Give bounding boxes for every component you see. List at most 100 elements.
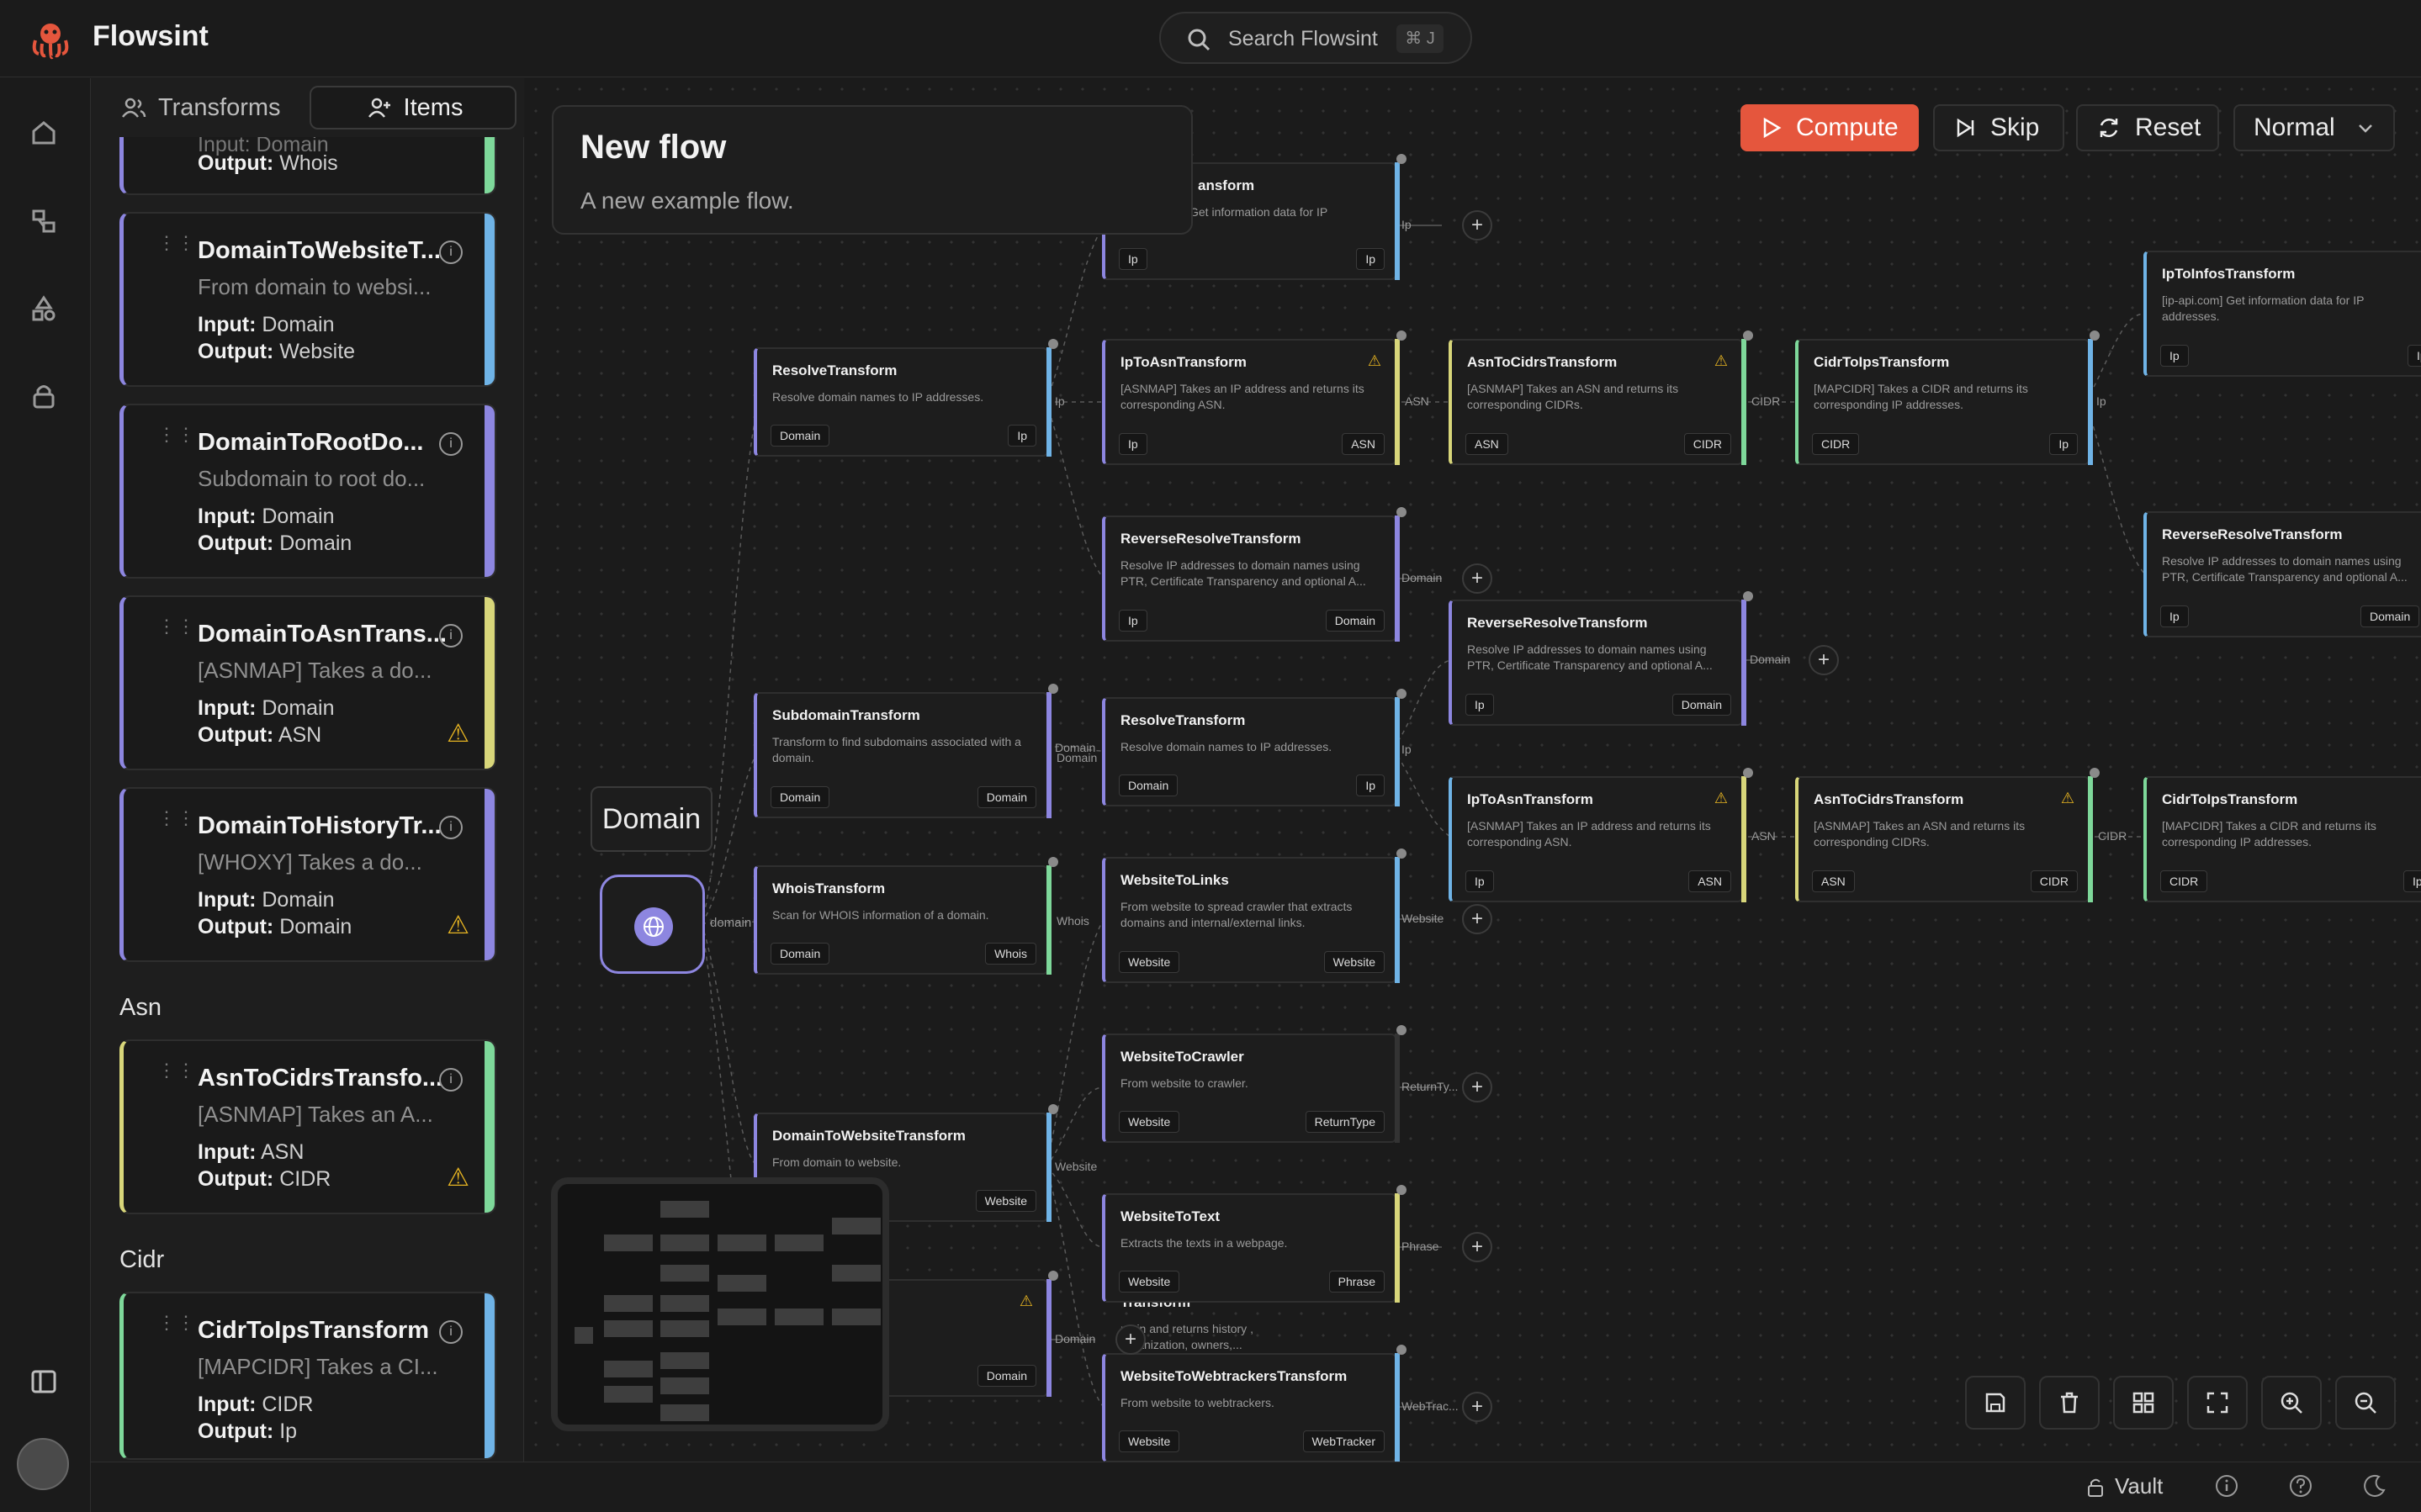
node-port[interactable]: CIDR [2030, 870, 2078, 892]
info-icon[interactable]: i [439, 432, 463, 456]
transform-node[interactable]: IpToAsnTransform⚠[ASNMAP] Takes an IP ad… [1449, 768, 1753, 902]
transform-node[interactable]: CidrToIpsTransform[MAPCIDR] Takes a CIDR… [2143, 776, 2421, 902]
node-port[interactable]: Ip [2160, 345, 2189, 367]
add-node-button[interactable]: + [1809, 645, 1839, 675]
tab-items[interactable]: Items [310, 86, 517, 130]
info-icon[interactable]: i [439, 816, 463, 839]
node-port[interactable]: Ip [1119, 248, 1147, 270]
node-handle[interactable] [1048, 339, 1058, 349]
node-port[interactable]: Domain [2360, 605, 2420, 627]
mode-select[interactable]: Normal [2233, 104, 2395, 151]
item-card[interactable]: ⋮⋮ DomainToAsnTrans... i [ASNMAP] Takes … [119, 595, 496, 770]
search-bar[interactable]: Search Flowsint ⌘ J [1159, 12, 1472, 64]
octopus-logo-icon[interactable] [27, 15, 74, 62]
add-node-button[interactable]: + [1462, 210, 1492, 241]
transform-node[interactable]: AsnToCidrsTransform⚠[ASNMAP] Takes an AS… [1449, 330, 1753, 465]
node-port[interactable]: Domain [1325, 610, 1385, 632]
zoom-out-button[interactable] [2335, 1376, 2396, 1430]
drag-handle-icon[interactable]: ⋮⋮ [157, 1312, 196, 1333]
transform-node[interactable]: CidrToIpsTransform[MAPCIDR] Takes a CIDR… [1795, 330, 2100, 465]
node-port[interactable]: Ip [1119, 433, 1147, 455]
node-handle[interactable] [2090, 330, 2100, 341]
node-port[interactable]: ASN [1465, 433, 1508, 455]
add-node-button[interactable]: + [1462, 1072, 1492, 1102]
node-port[interactable]: Website [1119, 951, 1180, 973]
info-icon[interactable]: i [439, 241, 463, 264]
node-port[interactable]: Ip [2408, 345, 2421, 367]
node-handle[interactable] [1396, 1345, 1407, 1355]
drag-handle-icon[interactable]: ⋮⋮ [157, 807, 196, 828]
add-node-button[interactable]: + [1462, 563, 1492, 594]
info-icon[interactable]: i [439, 1320, 463, 1344]
node-port[interactable]: Ip [1356, 248, 1385, 270]
drag-handle-icon[interactable]: ⋮⋮ [157, 232, 196, 253]
reset-button[interactable]: Reset [2076, 104, 2219, 151]
node-port[interactable]: Phrase [1328, 1271, 1385, 1293]
node-port[interactable]: Ip [2160, 605, 2189, 627]
node-port[interactable]: Domain [977, 1365, 1036, 1387]
node-port[interactable]: Domain [977, 786, 1036, 808]
vault-button[interactable]: Vault [2085, 1473, 2163, 1499]
node-port[interactable]: Domain [1119, 775, 1179, 796]
node-port[interactable]: ASN [1812, 870, 1855, 892]
help-icon[interactable] [2288, 1473, 2313, 1499]
sidebar-toggle-icon[interactable] [27, 1365, 61, 1398]
node-port[interactable]: Domain [771, 425, 830, 447]
zoom-in-button[interactable] [2261, 1376, 2322, 1430]
node-handle[interactable] [1396, 1185, 1407, 1195]
compute-button[interactable]: Compute [1740, 104, 1919, 151]
node-port[interactable]: Website [1119, 1430, 1180, 1452]
transform-node[interactable]: IpToAsnTransform⚠[ASNMAP] Takes an IP ad… [1102, 330, 1407, 465]
node-handle[interactable] [1396, 689, 1407, 699]
skip-button[interactable]: Skip [1933, 104, 2064, 151]
layout-button[interactable] [2113, 1376, 2174, 1430]
save-button[interactable] [1965, 1376, 2026, 1430]
node-handle[interactable] [1048, 1271, 1058, 1281]
home-icon[interactable] [27, 116, 61, 150]
moon-icon[interactable] [2362, 1473, 2387, 1499]
node-port[interactable]: Ip [2403, 870, 2421, 892]
node-port[interactable]: CIDR [2160, 870, 2208, 892]
user-avatar[interactable] [17, 1438, 69, 1490]
node-port[interactable]: ReturnType [1305, 1111, 1385, 1133]
node-port[interactable]: Whois [985, 943, 1036, 965]
transform-node[interactable]: AsnToCidrsTransform⚠[ASNMAP] Takes an AS… [1795, 768, 2100, 902]
node-handle[interactable] [1743, 330, 1753, 341]
drag-handle-icon[interactable]: ⋮⋮ [157, 616, 196, 637]
node-handle[interactable] [1048, 684, 1058, 694]
tab-transforms[interactable]: Transforms [118, 86, 303, 130]
node-handle[interactable] [2090, 768, 2100, 778]
delete-button[interactable] [2039, 1376, 2100, 1430]
node-port[interactable]: CIDR [1683, 433, 1731, 455]
node-port[interactable]: WebTracker [1302, 1430, 1385, 1452]
drag-handle-icon[interactable]: ⋮⋮ [157, 1060, 196, 1081]
add-node-button[interactable]: + [1462, 904, 1492, 934]
fit-view-button[interactable] [2187, 1376, 2248, 1430]
node-handle[interactable] [1396, 330, 1407, 341]
item-card[interactable]: ⋮⋮ DomainToHistoryTr... i [WHOXY] Takes … [119, 787, 496, 962]
node-port[interactable]: Website [1119, 1111, 1180, 1133]
root-domain-node[interactable] [600, 875, 705, 974]
minimap[interactable] [551, 1177, 889, 1431]
node-port[interactable]: Ip [1119, 610, 1147, 632]
node-port[interactable]: Domain [771, 943, 830, 965]
node-port[interactable]: Website [1323, 951, 1385, 973]
node-port[interactable]: Ip [1356, 775, 1385, 796]
node-handle[interactable] [1396, 507, 1407, 517]
info-icon[interactable]: i [439, 1068, 463, 1092]
node-handle[interactable] [1743, 591, 1753, 601]
drag-handle-icon[interactable]: ⋮⋮ [157, 424, 196, 445]
node-handle[interactable] [1396, 849, 1407, 859]
item-card[interactable]: ⋮⋮ AsnToCidrsTransfo... i [ASNMAP] Takes… [119, 1039, 496, 1214]
add-node-button[interactable]: + [1462, 1232, 1492, 1262]
